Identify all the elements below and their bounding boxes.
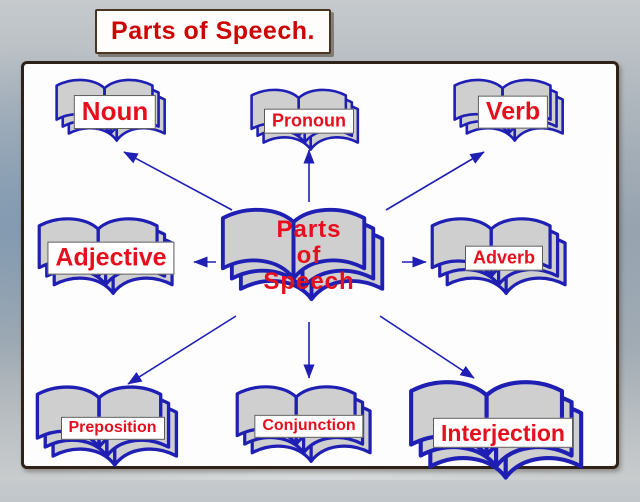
node-pronoun: Pronoun (249, 86, 369, 165)
node-label-interjection: Interjection (433, 417, 573, 448)
node-label-noun: Noun (73, 95, 157, 130)
node-label-preposition: Preposition (60, 417, 165, 440)
node-label-adjective: Adjective (47, 241, 175, 275)
node-verb: Verb (452, 76, 574, 156)
slide-title-box: Parts of Speech. (95, 9, 331, 54)
node-interjection: Interjection (407, 376, 599, 502)
center-line-1: Parts (276, 216, 342, 244)
node-label-adverb: Adverb (464, 246, 544, 271)
center-node-label: Parts of Speech (263, 217, 354, 295)
center-line-3: Speech (263, 267, 355, 295)
node-preposition: Preposition (34, 382, 191, 485)
node-conjunction: Conjunction (234, 382, 384, 481)
node-label-pronoun: Pronoun (264, 109, 354, 134)
node-label-verb: Verb (477, 95, 549, 129)
node-label-conjunction: Conjunction (254, 415, 364, 438)
slide-title: Parts of Speech. (111, 17, 315, 45)
node-adjective: Adjective (36, 214, 186, 313)
node-adverb: Adverb (429, 214, 579, 313)
center-line-2: of (296, 242, 322, 270)
node-noun: Noun (54, 76, 176, 156)
node-parts-of-speech: Parts of Speech (219, 204, 399, 322)
diagram-panel: Noun Pronoun Verb Adjective Parts of Spe… (21, 61, 619, 469)
